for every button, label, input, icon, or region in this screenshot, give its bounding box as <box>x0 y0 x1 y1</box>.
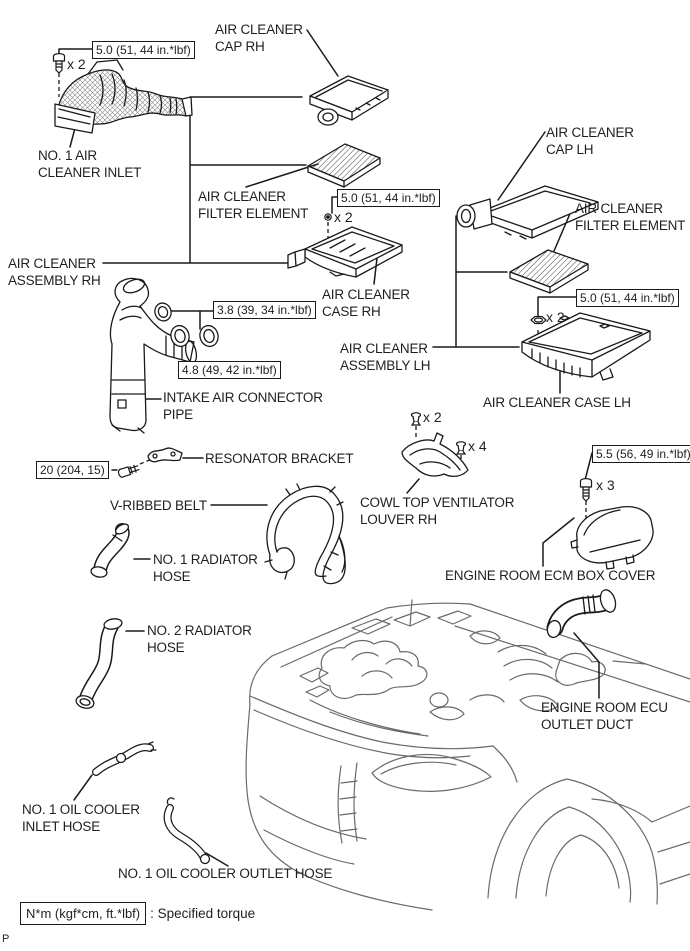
engine-room-ecm-box-cover-drawing <box>570 505 654 570</box>
air-cleaner-cap-rh-drawing <box>309 75 389 126</box>
nut-icon <box>530 315 547 325</box>
torque-spec-inlet: 5.0 (51, 44 in.*lbf) <box>92 41 195 59</box>
label-air-cleaner-cap-lh: AIR CLEANER CAP LH <box>546 125 634 157</box>
label-resonator-bracket: RESONATOR BRACKET <box>205 451 354 466</box>
torque-spec-case-lh: 5.0 (51, 44 in.*lbf) <box>576 289 679 307</box>
label-engine-room-ecu-outlet-duct: ENGINE ROOM ECU OUTLET DUCT <box>541 700 668 732</box>
air-cleaner-case-rh-drawing <box>287 226 403 278</box>
torque-legend-symbol: N*m (kgf*cm, ft.*lbf) <box>20 902 147 925</box>
qty-case-lh-bolts: x 2 <box>546 309 565 325</box>
air-cleaner-filter-element-lh-drawing <box>509 249 589 294</box>
no2-radiator-hose-drawing <box>75 618 123 709</box>
intake-air-connector-pipe-drawing <box>109 277 198 434</box>
torque-spec-case-rh: 5.0 (51, 44 in.*lbf) <box>337 189 440 207</box>
page-letter: P <box>2 933 10 945</box>
label-cowl-top-ventilator-louver-rh: COWL TOP VENTILATOR LOUVER RH <box>360 495 515 527</box>
torque-legend: N*m (kgf*cm, ft.*lbf) : Specified torque <box>20 902 255 925</box>
torque-spec-hose-clamp-upper: 3.8 (39, 34 in.*lbf) <box>213 301 316 319</box>
label-air-cleaner-case-rh: AIR CLEANER CASE RH <box>322 287 410 319</box>
engine-room-ecu-outlet-duct-drawing <box>546 589 617 639</box>
qty-louver-clips-outer: x 2 <box>423 409 442 425</box>
bolt-icon <box>117 464 140 478</box>
label-air-cleaner-filter-element-rh: AIR CLEANER FILTER ELEMENT <box>198 189 309 221</box>
no1-oil-cooler-outlet-hose-drawing <box>163 797 211 865</box>
label-no1-radiator-hose: NO. 1 RADIATOR HOSE <box>153 552 258 584</box>
label-air-cleaner-filter-element-lh: AIR CLEANER FILTER ELEMENT <box>575 201 686 233</box>
label-no1-oil-cooler-outlet-hose: NO. 1 OIL COOLER OUTLET HOSE <box>118 866 333 881</box>
label-no1-oil-cooler-inlet-hose: NO. 1 OIL COOLER INLET HOSE <box>22 802 140 834</box>
bolt-icon <box>324 213 332 221</box>
air-cleaner-case-lh-drawing <box>521 312 651 381</box>
air-cleaner-cap-lh-drawing <box>456 185 599 240</box>
clip-icon <box>455 441 467 455</box>
label-air-cleaner-assembly-lh: AIR CLEANER ASSEMBLY LH <box>340 341 431 373</box>
cowl-top-ventilator-louver-rh-drawing <box>401 432 469 477</box>
car-front-illustration <box>245 599 690 911</box>
no1-air-cleaner-inlet-drawing <box>54 59 193 134</box>
v-ribbed-belt-drawing <box>264 483 346 585</box>
qty-inlet-bolts: x 2 <box>67 56 86 72</box>
air-cleaner-filter-element-rh-drawing <box>307 143 381 188</box>
qty-louver-clips-inner: x 4 <box>468 438 487 454</box>
torque-legend-meaning: : Specified torque <box>150 906 256 921</box>
torque-spec-ecm-cover: 5.5 (56, 49 in.*lbf) <box>592 445 690 463</box>
hose-clamp-icons <box>154 302 219 348</box>
label-air-cleaner-cap-rh: AIR CLEANER CAP RH <box>215 22 303 54</box>
label-engine-room-ecm-box-cover: ENGINE ROOM ECM BOX COVER <box>445 568 656 583</box>
label-no1-air-cleaner-inlet: NO. 1 AIR CLEANER INLET <box>38 148 142 180</box>
bolt-icon <box>579 478 593 502</box>
no1-radiator-hose-drawing <box>90 523 130 578</box>
clip-icon <box>410 412 422 426</box>
qty-ecm-cover-bolts: x 3 <box>596 477 615 493</box>
resonator-bracket-drawing <box>147 447 183 463</box>
label-air-cleaner-assembly-rh: AIR CLEANER ASSEMBLY RH <box>8 256 101 288</box>
qty-case-rh-bolts: x 2 <box>334 209 353 225</box>
bolt-icon <box>52 52 66 74</box>
label-no2-radiator-hose: NO. 2 RADIATOR HOSE <box>147 623 252 655</box>
label-air-cleaner-case-lh: AIR CLEANER CASE LH <box>483 395 631 410</box>
bolt-icons <box>52 52 593 502</box>
torque-spec-hose-clamp-lower: 4.8 (49, 42 in.*lbf) <box>178 361 281 379</box>
torque-spec-resonator-bolt: 20 (204, 15) <box>36 461 109 479</box>
label-intake-air-connector-pipe: INTAKE AIR CONNECTOR PIPE <box>163 390 323 422</box>
no1-oil-cooler-inlet-hose-drawing <box>92 741 157 776</box>
label-v-ribbed-belt: V-RIBBED BELT <box>110 498 207 513</box>
